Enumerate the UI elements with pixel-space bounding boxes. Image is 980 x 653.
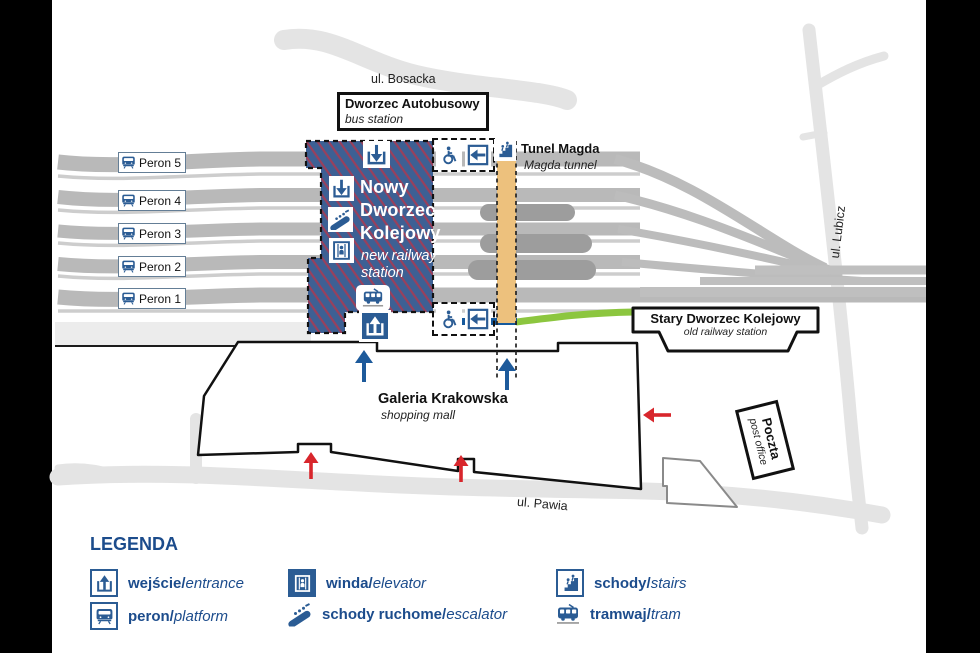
platform-label-text: Peron 5 (139, 155, 182, 170)
tram-icon (356, 285, 390, 311)
entrance-down-icon (363, 141, 390, 168)
new-station-subtitle-line1: new railway (361, 248, 437, 264)
legend-label: schody ruchome/escalator (322, 605, 508, 623)
accessible-entrance-top (432, 138, 495, 172)
new-station-subtitle-line2: station (361, 265, 404, 281)
platform-label-text: Peron 2 (139, 259, 182, 274)
street-entrance-arrow-red (303, 452, 319, 479)
legend-label: peron/platform (128, 607, 229, 625)
road-fork (54, 463, 118, 477)
train-icon (121, 226, 136, 241)
street-label-bosacka: ul. Bosacka (371, 72, 436, 86)
platform-label-1: Peron 1 (118, 288, 186, 309)
platform-label-text: Peron 4 (139, 193, 182, 208)
mall-outline (196, 340, 643, 491)
new-station-name-line3: Kolejowy (360, 223, 441, 243)
platform-label-4: Peron 4 (118, 190, 186, 211)
escalator-icon (288, 602, 312, 626)
wheelchair-icon (436, 306, 462, 332)
building-outline (662, 457, 738, 508)
road-branch-ne (811, 51, 889, 91)
mall-entrance-arrow-blue (355, 350, 373, 382)
legend-item-elevator: winda/elevator (288, 569, 426, 597)
tram-icon (556, 602, 580, 626)
street-entrance-arrow-red (453, 455, 469, 482)
escalator-icon (328, 207, 353, 232)
entrance-icon (90, 569, 118, 597)
legend-item-stairs: schody/stairs (556, 569, 687, 597)
old-station-name: Stary Dworzec Kolejowy (650, 311, 801, 326)
platform-label-3: Peron 3 (118, 223, 186, 244)
legend-label: wejście/entrance (128, 574, 244, 592)
bus-station-subtitle: bus station (345, 112, 404, 127)
platform-label-5: Peron 5 (118, 152, 186, 173)
platform-label-text: Peron 1 (139, 291, 182, 306)
bus-station-box: Dworzec Autobusowy bus station (337, 92, 489, 132)
old-station-outline (631, 306, 820, 353)
new-station-name-line1: Nowy (360, 177, 409, 197)
elevator-icon (288, 569, 316, 597)
train-icon (121, 291, 136, 306)
legend-label: winda/elevator (326, 574, 427, 592)
arrow-left-icon (465, 306, 491, 332)
stairs-icon (556, 569, 584, 597)
legend-label: tramwaj/tram (590, 605, 681, 623)
mall-entrance-arrow-blue (498, 358, 516, 390)
platform-label-2: Peron 2 (118, 256, 186, 277)
train-icon (121, 193, 136, 208)
side-entrance-arrow-red (643, 407, 671, 423)
mall-subtitle: shopping mall (381, 408, 456, 422)
tunnel-guides (496, 141, 517, 378)
platform-label-text: Peron 3 (139, 226, 182, 241)
legend-item-escalator: schody ruchome/escalator (288, 602, 507, 626)
legend-item-entrance: wejście/entrance (90, 569, 244, 597)
legend-label: schody/stairs (594, 574, 687, 592)
entrance-down-icon (329, 176, 354, 201)
elevator-icon (329, 238, 354, 263)
legend-item-tram: tramwaj/tram (556, 602, 681, 626)
mall-name: Galeria Krakowska (378, 391, 508, 407)
tunnel-subtitle: Magda tunnel (524, 158, 597, 172)
legend-item-platform: peron/platform (90, 602, 228, 630)
platform-apron (55, 322, 311, 345)
bus-station-name: Dworzec Autobusowy (345, 96, 480, 111)
tunnel-name: Tunel Magda (521, 141, 600, 156)
arrow-left-icon (465, 142, 491, 168)
road-bosacka (274, 28, 577, 110)
road-lubicz (802, 23, 869, 535)
train-icon (90, 602, 118, 630)
accessible-entrance-bottom (432, 302, 495, 336)
roads (49, 23, 891, 535)
legend-title: LEGENDA (90, 534, 179, 554)
tunnel-area (497, 150, 516, 323)
new-station-name-line2: Dworzec (360, 200, 436, 220)
stairs-icon (494, 139, 516, 161)
old-station-subtitle: old railway station (683, 326, 768, 338)
tram-line (515, 308, 635, 326)
wheelchair-icon (436, 142, 462, 168)
train-icon (121, 155, 136, 170)
entrance-up-icon (359, 310, 391, 342)
road-stub (799, 129, 828, 141)
train-icon (121, 259, 136, 274)
